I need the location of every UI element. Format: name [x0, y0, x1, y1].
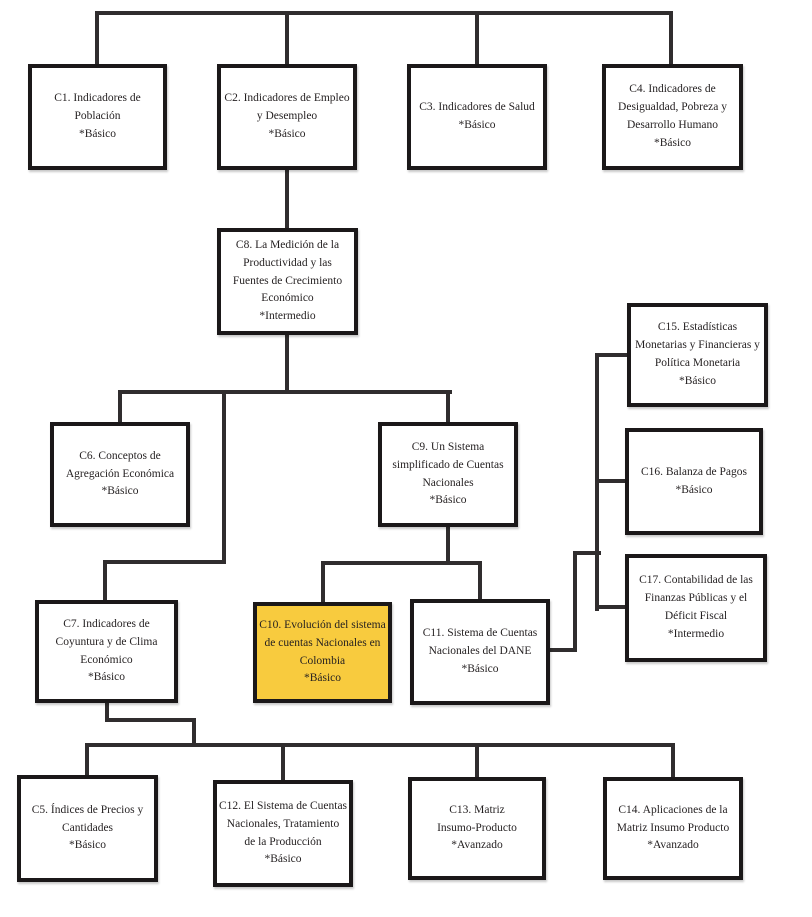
connector-line [85, 743, 89, 775]
connector-line [446, 390, 450, 422]
connector-line [192, 718, 196, 747]
course-box-c14: C14. Aplicaciones de la Matriz Insumo Pr… [603, 777, 743, 880]
connector-line [573, 551, 601, 555]
course-box-c8: C8. La Medición de la Productividad y la… [217, 228, 358, 335]
connector-line [281, 743, 285, 780]
connector-line [321, 561, 325, 602]
course-box-label: C12. El Sistema de Cuentas Nacionales, T… [218, 799, 348, 866]
course-box-label: C4. Indicadores de Desigualdad, Pobreza … [618, 83, 727, 149]
course-box-c15: C15. Estadísticas Monetarias y Financier… [627, 303, 768, 407]
course-box-c12: C12. El Sistema de Cuentas Nacionales, T… [213, 780, 353, 887]
course-box-label: C2. Indicadores de Empleo y Desempleo *B… [224, 92, 350, 140]
connector-line [105, 718, 196, 722]
course-box-c11: C11. Sistema de Cuentas Nacionales del D… [410, 599, 550, 705]
course-box-label: C1. Indicadores de Población *Básico [54, 92, 141, 140]
connector-line [595, 353, 627, 357]
course-box-c13: C13. Matriz Insumo-Producto *Avanzado [408, 777, 546, 880]
course-box-label: C10. Evolución del sistema de cuentas Na… [259, 618, 386, 685]
connector-line [671, 743, 675, 777]
course-box-label: C15. Estadísticas Monetarias y Financier… [635, 321, 760, 387]
connector-line [103, 560, 107, 600]
connector-line [285, 335, 289, 392]
connector-line [550, 648, 577, 652]
connector-line [118, 390, 122, 422]
course-box-label: C7. Indicadores de Coyuntura y de Clima … [55, 617, 158, 684]
course-box-c9: C9. Un Sistema simplificado de Cuentas N… [378, 422, 518, 527]
course-box-c3: C3. Indicadores de Salud *Básico [407, 64, 547, 170]
course-box-label: C11. Sistema de Cuentas Nacionales del D… [422, 627, 538, 675]
course-box-c10: C10. Evolución del sistema de cuentas Na… [253, 602, 392, 703]
connector-line [222, 390, 226, 564]
connector-line [595, 605, 625, 609]
connector-line [85, 743, 675, 747]
course-box-label: C9. Un Sistema simplificado de Cuentas N… [392, 440, 504, 507]
connector-line [595, 479, 625, 483]
connector-line [105, 703, 109, 722]
course-box-c6: C6. Conceptos de Agregación Económica *B… [50, 422, 190, 527]
connector-line [573, 551, 577, 652]
course-box-c4: C4. Indicadores de Desigualdad, Pobreza … [602, 64, 743, 170]
connector-line [446, 527, 450, 565]
course-box-label: C14. Aplicaciones de la Matriz Insumo Pr… [616, 803, 730, 852]
course-box-c7: C7. Indicadores de Coyuntura y de Clima … [35, 600, 178, 703]
course-box-label: C16. Balanza de Pagos *Básico [640, 465, 748, 496]
course-box-label: C3. Indicadores de Salud *Básico [419, 101, 535, 131]
connector-line [285, 170, 289, 228]
connector-line [95, 11, 99, 64]
course-box-c1: C1. Indicadores de Población *Básico [28, 64, 167, 170]
course-box-c17: C17. Contabilidad de las Finanzas Públic… [625, 554, 767, 662]
course-box-c5: C5. Índices de Precios y Cantidades *Bás… [17, 775, 158, 882]
connector-line [118, 390, 452, 394]
connector-line [103, 560, 226, 564]
course-box-c16: C16. Balanza de Pagos *Básico [625, 428, 763, 535]
connector-line [95, 11, 673, 15]
course-box-label: C8. La Medición de la Productividad y la… [232, 238, 343, 323]
connector-line [285, 11, 289, 64]
course-box-label: C6. Conceptos de Agregación Económica *B… [65, 449, 175, 498]
connector-line [478, 561, 482, 599]
connector-line [321, 561, 482, 565]
course-box-label: C17. Contabilidad de las Finanzas Públic… [639, 574, 753, 640]
connector-line [475, 11, 479, 64]
course-box-c2: C2. Indicadores de Empleo y Desempleo *B… [217, 64, 357, 170]
course-box-label: C5. Índices de Precios y Cantidades *Bás… [31, 803, 144, 852]
connector-line [475, 743, 479, 777]
connector-line [669, 11, 673, 64]
course-box-label: C13. Matriz Insumo-Producto *Avanzado [437, 803, 517, 852]
